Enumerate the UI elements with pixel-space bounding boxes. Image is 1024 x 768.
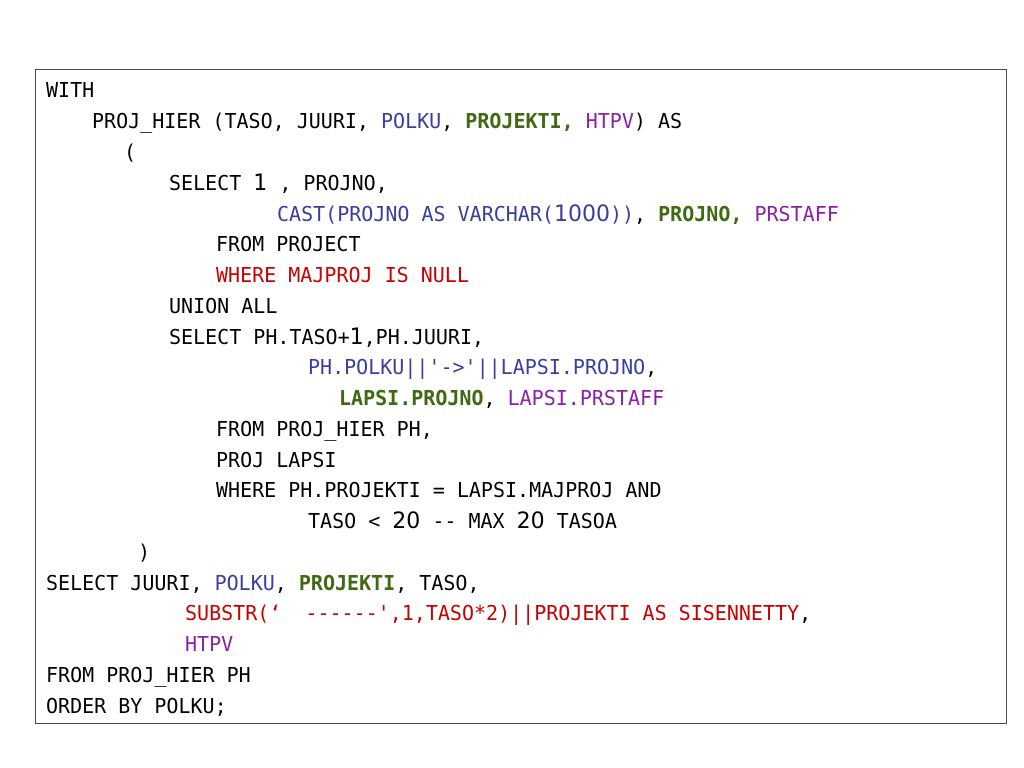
code-line: HTPV <box>185 632 233 656</box>
code-token: , <box>441 109 466 133</box>
code-token: HTPV <box>585 109 634 133</box>
code-token: POLKU <box>380 109 442 133</box>
code-token: POLKU <box>214 571 275 595</box>
code-token: ) <box>138 540 151 564</box>
code-token: , <box>274 571 299 595</box>
code-token: WHERE PH.PROJEKTI = LAPSI.MAJPROJ AND <box>216 478 662 502</box>
code-token: , <box>645 355 658 379</box>
code-token: 1000 <box>553 202 610 227</box>
code-line: SELECT PH.TASO+1,PH.JUURI, <box>169 325 484 350</box>
code-token: 20 <box>392 509 421 534</box>
code-token: , <box>483 386 508 410</box>
code-line: FROM PROJECT <box>216 232 361 256</box>
code-token: ) AS <box>633 109 683 133</box>
sql-code-box: WITH PROJ_HIER (TASO, JUURI, POLKU, PROJ… <box>35 69 1007 724</box>
code-token: 1 <box>253 171 268 196</box>
code-line: SELECT 1 , PROJNO, <box>169 171 388 196</box>
code-token: , PROJNO, <box>267 171 388 195</box>
code-token: FROM PROJ_HIER PH <box>46 663 251 687</box>
code-line: SELECT JUURI, POLKU, PROJEKTI, TASO, <box>46 571 480 595</box>
code-line: WHERE PH.PROJEKTI = LAPSI.MAJPROJ AND <box>216 478 662 502</box>
code-token: )) <box>609 202 635 226</box>
code-token: WHERE MAJPROJ IS NULL <box>216 263 469 287</box>
code-line: FROM PROJ_HIER PH <box>46 663 251 687</box>
code-token: LAPSI.PROJNO <box>339 386 484 410</box>
code-token: PROJ_HIER (TASO, JUURI, <box>92 109 381 133</box>
code-token: 1 <box>349 325 364 350</box>
code-line: ( <box>124 140 136 164</box>
code-token: , TASO, <box>395 571 480 595</box>
code-line: WHERE MAJPROJ IS NULL <box>216 263 469 287</box>
code-token: TASOA <box>544 509 617 533</box>
code-token: SELECT JUURI, <box>46 571 215 595</box>
code-token: PROJEKTI, <box>465 109 586 133</box>
code-line: PROJ_HIER (TASO, JUURI, POLKU, PROJEKTI,… <box>92 109 682 133</box>
code-token: UNION ALL <box>169 294 278 318</box>
code-token: 20 <box>516 509 545 534</box>
code-line: PH.POLKU||'->'||LAPSI.PROJNO, <box>308 355 657 379</box>
code-line: LAPSI.PROJNO, LAPSI.PRSTAFF <box>339 386 664 410</box>
code-line: PROJ LAPSI <box>216 448 336 472</box>
code-token: FROM PROJECT <box>216 232 361 256</box>
code-token: ORDER BY POLKU; <box>46 694 227 718</box>
code-token: PROJ LAPSI <box>216 448 337 472</box>
code-line: FROM PROJ_HIER PH, <box>216 417 433 441</box>
code-token: CAST(PROJNO AS VARCHAR( <box>277 202 554 226</box>
code-token: -- MAX <box>420 509 517 533</box>
code-line: TASO < 20 -- MAX 20 TASOA <box>308 509 617 534</box>
code-token: WITH <box>46 78 95 102</box>
code-line: ) <box>138 540 150 564</box>
code-line: WITH <box>46 78 94 102</box>
code-token: ( <box>124 140 137 164</box>
code-line: UNION ALL <box>169 294 277 318</box>
code-line: CAST(PROJNO AS VARCHAR(1000)), PROJNO, P… <box>277 202 839 227</box>
code-token: SUBSTR(‘ ------',1,TASO*2)||PROJEKTI AS … <box>185 601 800 625</box>
code-token: ,PH.JUURI, <box>363 325 485 349</box>
code-token: , <box>634 202 659 226</box>
code-token: , <box>799 601 812 625</box>
code-token: SELECT PH.TASO+ <box>169 325 350 349</box>
code-token: TASO < <box>308 509 393 533</box>
code-token: PROJNO, <box>658 202 755 226</box>
code-token: HTPV <box>185 632 234 656</box>
code-token: PH.POLKU||'->'||LAPSI.PROJNO <box>308 355 646 379</box>
code-token: SELECT <box>169 171 254 195</box>
code-token: PROJEKTI <box>298 571 396 595</box>
code-token: FROM PROJ_HIER PH, <box>216 417 433 441</box>
code-line: SUBSTR(‘ ------',1,TASO*2)||PROJEKTI AS … <box>185 601 811 625</box>
code-token: PRSTAFF <box>754 202 839 226</box>
code-line: ORDER BY POLKU; <box>46 694 227 718</box>
code-token: LAPSI.PRSTAFF <box>507 386 665 410</box>
